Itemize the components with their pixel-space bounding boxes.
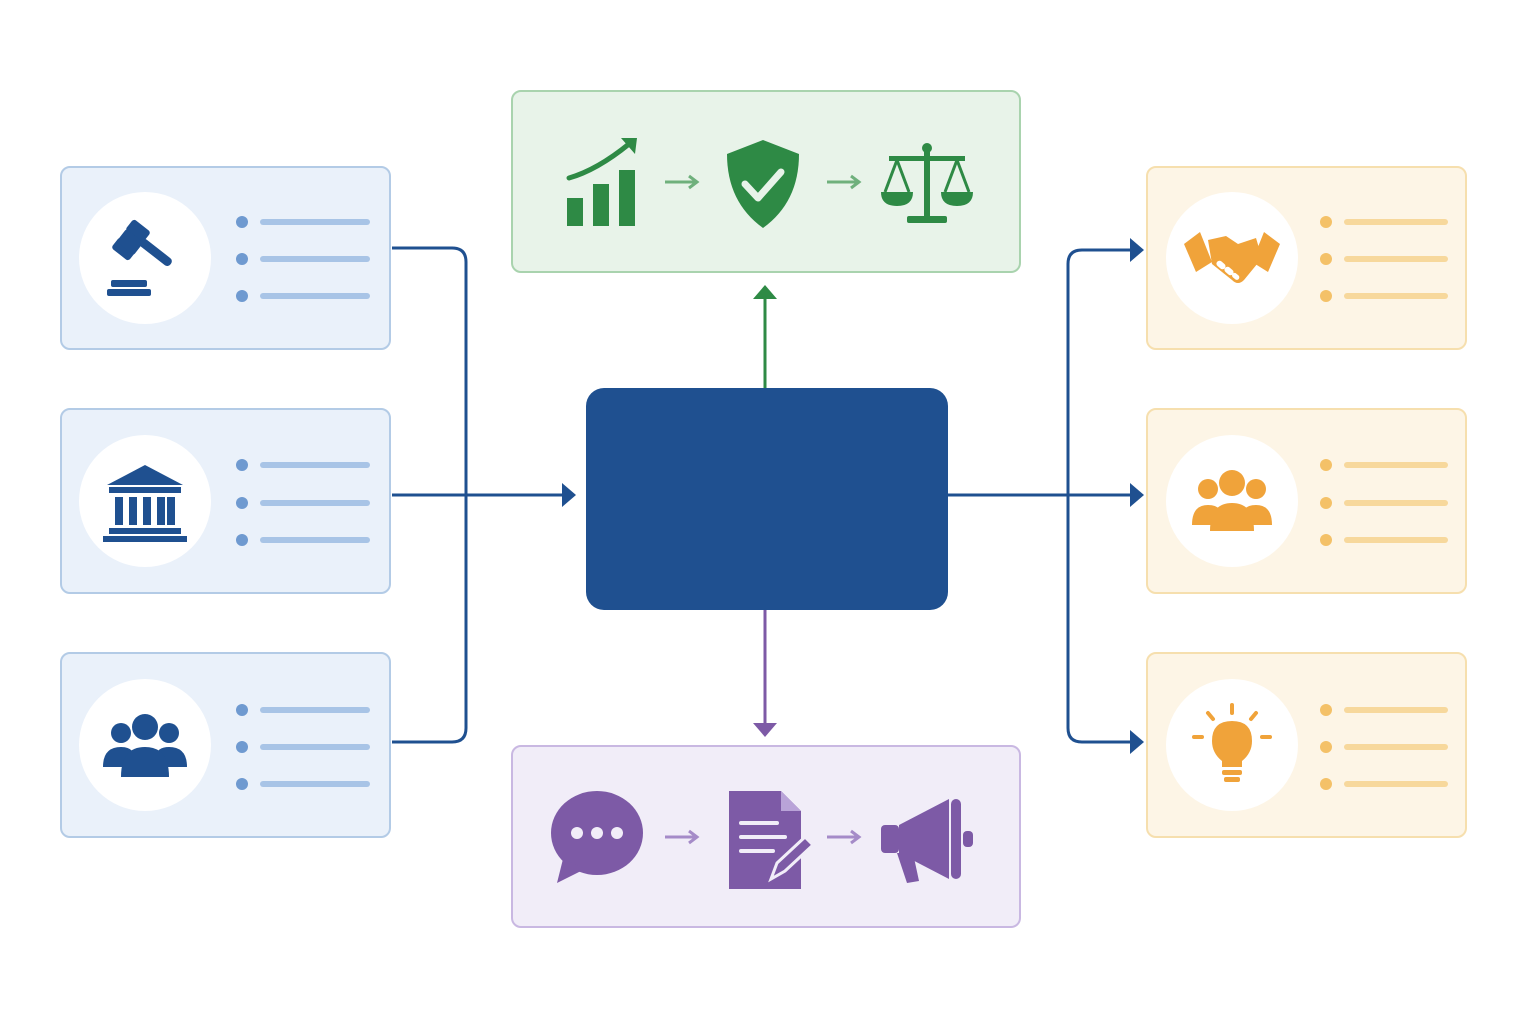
- arrowhead-right-middle: [1130, 483, 1144, 507]
- right-card-innovation[interactable]: [1146, 652, 1467, 838]
- right-card-partnership[interactable]: [1146, 166, 1467, 350]
- right-card-team[interactable]: [1146, 408, 1467, 594]
- shield-check-icon: [727, 140, 799, 228]
- arrow-right-icon: [827, 174, 862, 190]
- handshake-icon: [1166, 192, 1298, 324]
- government-building-icon: [79, 435, 211, 567]
- arrowhead-right-bottom: [1130, 730, 1144, 754]
- document-edit-icon: [729, 791, 815, 889]
- arrowhead-down-purple: [753, 723, 777, 737]
- arrow-right-icon: [665, 829, 700, 845]
- gavel-icon: [79, 192, 211, 324]
- left-card-legal[interactable]: [60, 166, 391, 350]
- arrowhead-right-top: [1130, 238, 1144, 262]
- team-group-icon: [1166, 435, 1298, 567]
- connector-right-split: [1066, 248, 1130, 744]
- chat-bubble-icon: [551, 791, 643, 883]
- lightbulb-icon: [1166, 679, 1298, 811]
- bottom-panel-communication[interactable]: [511, 745, 1021, 928]
- left-card-government[interactable]: [60, 408, 391, 594]
- arrow-right-icon: [827, 829, 862, 845]
- arrowhead-into-center: [562, 483, 576, 507]
- left-card-community[interactable]: [60, 652, 391, 838]
- arrowhead-up-green: [753, 285, 777, 299]
- balance-scale-icon: [881, 143, 973, 223]
- top-panel-outcomes[interactable]: [511, 90, 1021, 273]
- growth-chart-icon: [566, 138, 637, 226]
- central-hub-box: [586, 388, 948, 610]
- people-group-icon: [79, 679, 211, 811]
- megaphone-icon: [881, 799, 973, 883]
- arrow-right-icon: [665, 174, 700, 190]
